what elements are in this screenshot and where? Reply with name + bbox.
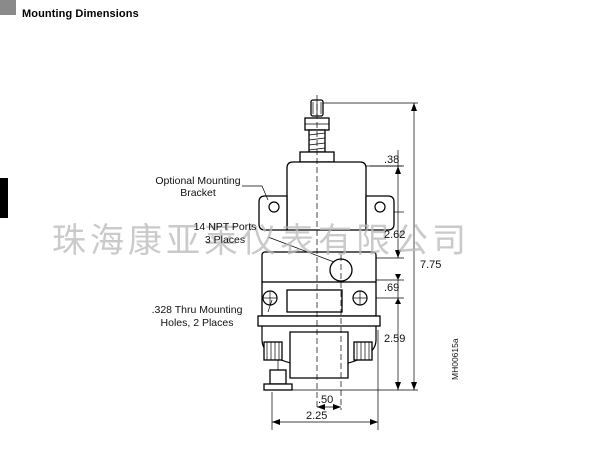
label-holes-line2: Holes, 2 Places [161, 317, 234, 329]
label-bracket-line2: Bracket [180, 187, 216, 199]
label-holes-line1: .328 Thru Mounting [152, 304, 243, 316]
leader-lines [242, 185, 335, 313]
dim-259: 2.59 [384, 333, 405, 345]
dim-69: .69 [384, 282, 399, 294]
dim-225: 2.25 [306, 410, 327, 422]
side-tab-marker [0, 178, 8, 218]
watermark: 珠海康亚莱仪表有限公司 [52, 221, 470, 261]
bonnet [286, 161, 367, 231]
header-marker [0, 0, 16, 15]
header-bar: Mounting Dimensions [0, 0, 602, 28]
label-ports-line1: 14 NPT Ports [194, 221, 257, 233]
label-ports-line2: 3 Places [205, 234, 245, 246]
bottom-fittings [263, 341, 373, 391]
dim-50: .50 [318, 394, 333, 406]
drawing-code: MH00615a [450, 338, 460, 380]
regulator-body [257, 251, 381, 379]
dim-38: .38 [384, 154, 399, 166]
label-bracket-line1: Optional Mounting [155, 175, 240, 187]
dim-262: 2.62 [384, 229, 405, 241]
dimension-lines [272, 103, 417, 425]
page-title: Mounting Dimensions [22, 8, 139, 20]
dim-775: 7.75 [420, 259, 441, 271]
centerlines [316, 95, 342, 410]
mounting-bracket [258, 195, 395, 231]
